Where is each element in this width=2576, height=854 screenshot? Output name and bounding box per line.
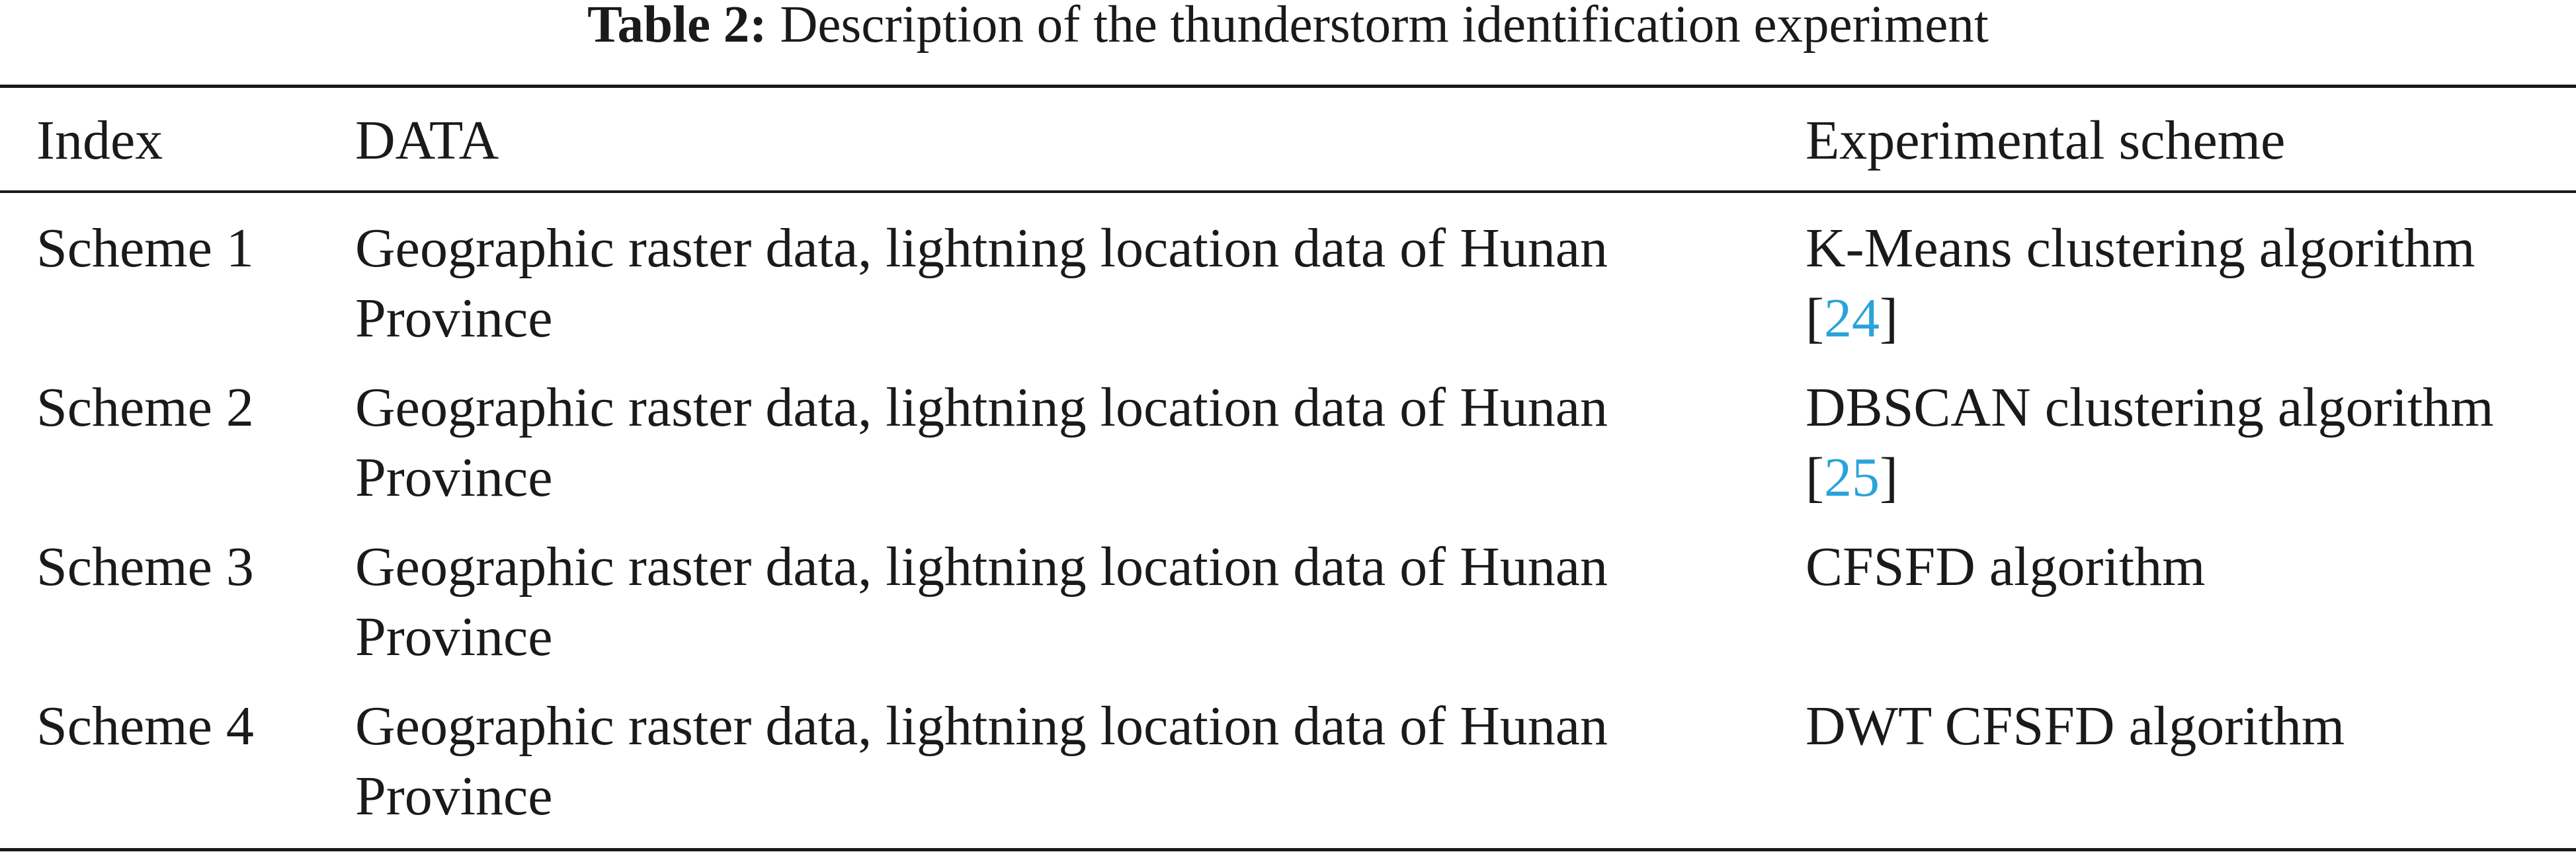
- row-scheme: CFSFD algorithm: [1806, 536, 2206, 598]
- row-data-line1: Geographic raster data, lightning locati…: [355, 536, 1608, 598]
- header-scheme: Experimental scheme: [1806, 110, 2286, 171]
- row-scheme: DBSCAN clustering algorithm: [1806, 377, 2494, 438]
- citation-bracket-open: [: [1806, 447, 1824, 508]
- row-index: Scheme 1: [36, 217, 254, 279]
- row-data-line2: Province: [355, 606, 553, 668]
- citation-bracket-close: ]: [1879, 447, 1898, 508]
- row-index: Scheme 2: [36, 377, 254, 438]
- row-data-line2: Province: [355, 447, 553, 508]
- row-scheme: DWT CFSFD algorithm: [1806, 695, 2345, 757]
- row-citation: [25]: [1806, 443, 1898, 513]
- table-caption: Table 2: Description of the thunderstorm…: [0, 0, 2576, 51]
- citation-bracket-close: ]: [1879, 288, 1898, 349]
- row-data-line2: Province: [355, 765, 553, 827]
- citation-link[interactable]: 25: [1823, 447, 1880, 508]
- header-rule: [0, 190, 2576, 193]
- row-index: Scheme 4: [36, 695, 254, 757]
- caption-label: Table 2:: [587, 0, 767, 54]
- row-scheme: K-Means clustering algorithm: [1806, 217, 2475, 279]
- row-index: Scheme 3: [36, 536, 254, 598]
- citation-link[interactable]: 24: [1823, 288, 1880, 349]
- row-data-line2: Province: [355, 288, 553, 349]
- citation-bracket-open: [: [1806, 288, 1824, 349]
- header-data: DATA: [355, 110, 499, 171]
- top-rule: [0, 85, 2576, 88]
- row-data-line1: Geographic raster data, lightning locati…: [355, 217, 1608, 279]
- row-data-line1: Geographic raster data, lightning locati…: [355, 695, 1608, 757]
- row-data-line1: Geographic raster data, lightning locati…: [355, 377, 1608, 438]
- row-citation: [24]: [1806, 284, 1898, 354]
- bottom-rule: [0, 848, 2576, 851]
- caption-text: Description of the thunderstorm identifi…: [780, 0, 1989, 54]
- header-index: Index: [36, 110, 163, 171]
